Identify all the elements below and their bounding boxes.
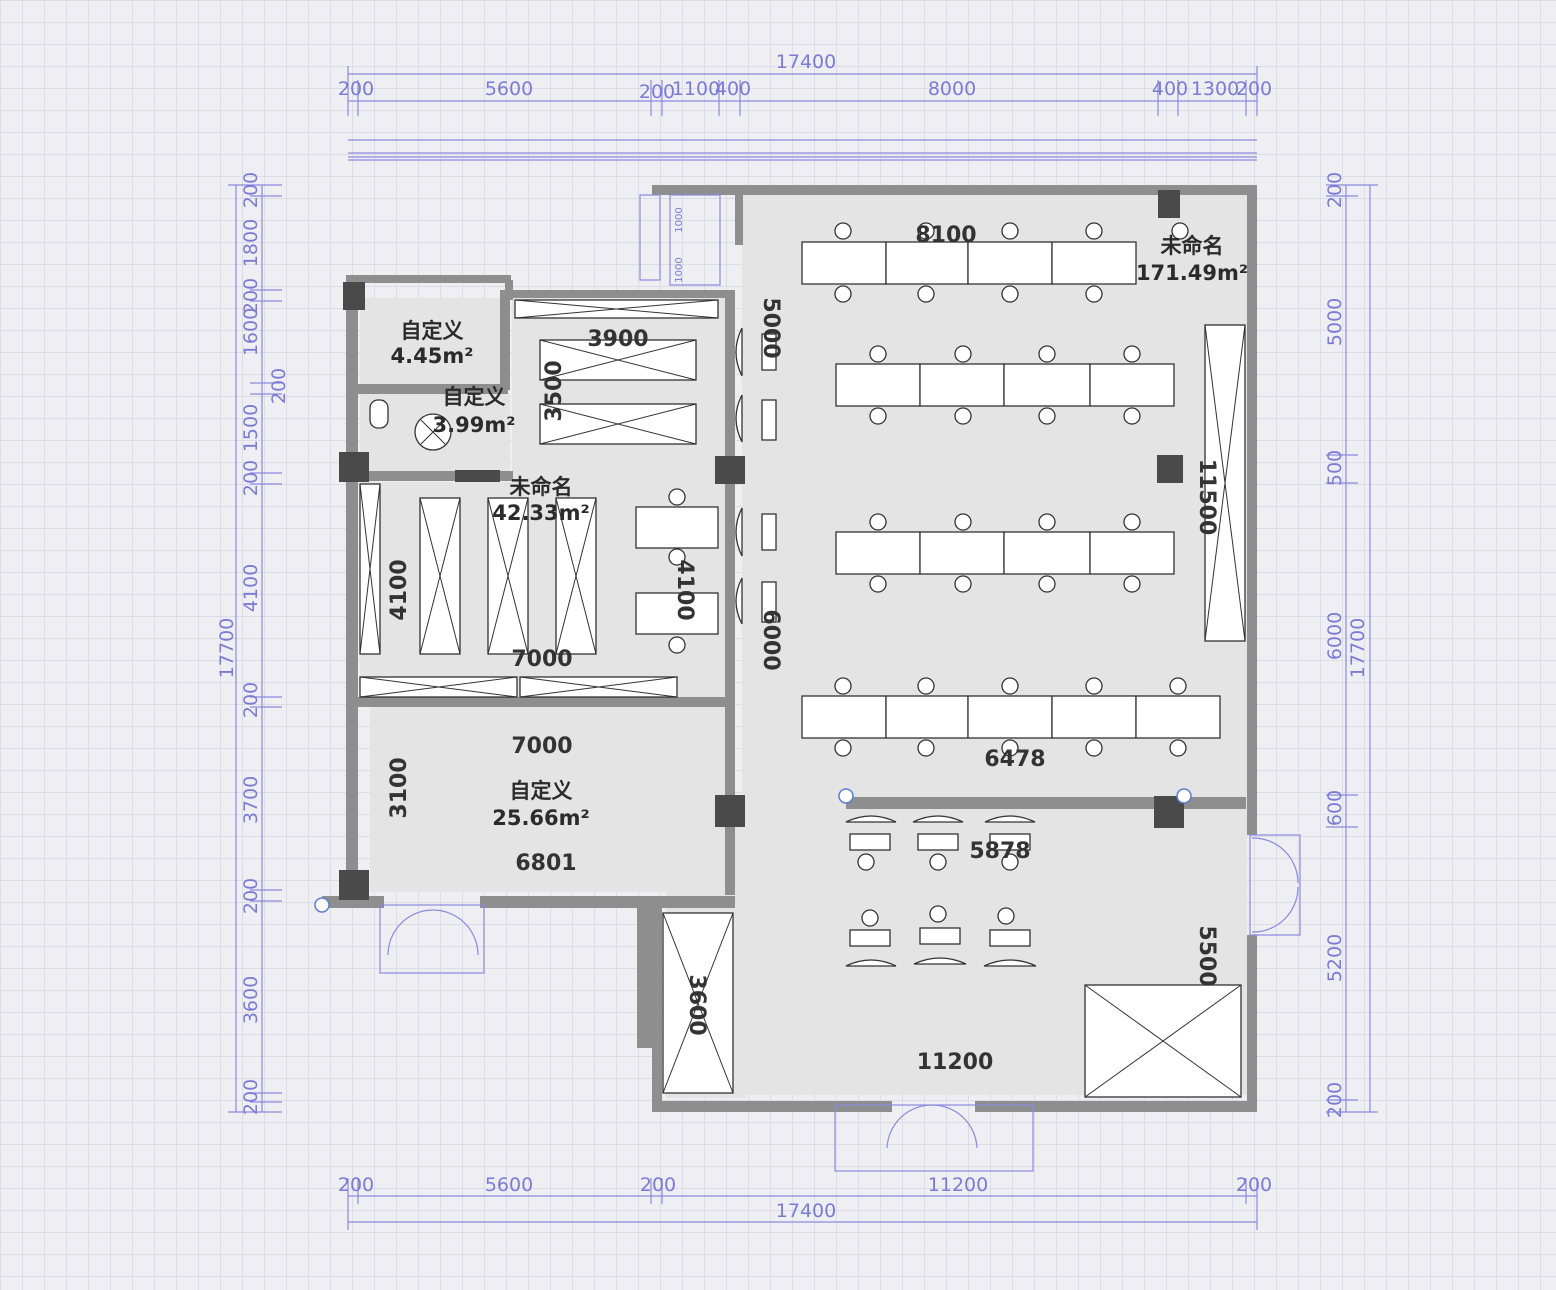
left-seg-3: 200 <box>240 278 262 314</box>
top-seg-1: 200 <box>338 78 374 100</box>
room-1-name: 自定义 <box>401 319 464 343</box>
top-seg-8: 1300 <box>1191 78 1239 100</box>
top-seg-3: 200 <box>639 81 675 103</box>
dim-1000-a: 1000 <box>674 207 685 232</box>
right-dimensions: 17700 200 5000 500 6000 600 5200 200 <box>1324 172 1369 1118</box>
dim-5878: 5878 <box>969 839 1030 864</box>
computer-stations <box>845 815 1037 967</box>
left-seg-13: 200 <box>240 1079 262 1115</box>
room-3-area: 42.33m² <box>492 501 590 525</box>
dim-3900: 3900 <box>587 327 648 352</box>
top-dimensions: 17400 200 5600 200 1100 400 8000 400 130… <box>338 51 1272 103</box>
doors <box>379 194 1301 1172</box>
left-seg-11: 200 <box>240 878 262 914</box>
desk-row-2 <box>835 363 1175 407</box>
right-seg-4: 6000 <box>1324 612 1346 660</box>
left-seg-2: 1800 <box>240 219 262 267</box>
left-seg-7: 200 <box>240 460 262 496</box>
left-seg-4: 1600 <box>240 308 262 356</box>
room-labels: 自定义 4.45m² 自定义 3.99m² 未命名 42.33m² 自定义 25… <box>391 234 1249 830</box>
dim-3600: 3600 <box>684 974 709 1035</box>
left-seg-8: 4100 <box>240 564 262 612</box>
fixtures <box>369 399 452 451</box>
room-5-area: 171.49m² <box>1136 261 1248 285</box>
dim-8100: 8100 <box>915 223 976 248</box>
dim-6478: 6478 <box>984 747 1045 772</box>
dim-11200: 11200 <box>917 1050 994 1075</box>
dim-1000-b: 1000 <box>674 257 685 282</box>
left-dimension-lines <box>228 184 282 1113</box>
bottom-seg-1: 200 <box>338 1174 374 1196</box>
dim-3100: 3100 <box>387 757 412 818</box>
dim-11500: 11500 <box>1194 459 1219 536</box>
dim-4100-left: 4100 <box>387 559 412 620</box>
dim-6801: 6801 <box>515 851 576 876</box>
left-seg-6: 1500 <box>240 404 262 452</box>
top-seg-6: 8000 <box>928 78 976 100</box>
top-seg-7: 400 <box>1152 78 1188 100</box>
top-seg-2: 5600 <box>485 78 533 100</box>
right-seg-2: 5000 <box>1324 298 1346 346</box>
desk-row-1 <box>801 241 1137 285</box>
bottom-dimension-lines <box>347 1178 1258 1230</box>
bottom-seg-2: 5600 <box>485 1174 533 1196</box>
cabinets <box>359 299 1246 1098</box>
chairs <box>668 222 1189 927</box>
bottom-total: 17400 <box>776 1200 836 1222</box>
room-4-area: 25.66m² <box>492 806 590 830</box>
dim-6000: 6000 <box>758 609 783 670</box>
dim-3500: 3500 <box>542 360 567 421</box>
top-seg-4: 1100 <box>672 78 720 100</box>
dim-5000: 5000 <box>758 297 783 358</box>
dim-7000-b: 7000 <box>511 734 572 759</box>
bottom-seg-3: 200 <box>640 1174 676 1196</box>
left-seg-9: 200 <box>240 682 262 718</box>
wall-monitors <box>735 327 777 625</box>
walls <box>322 185 1257 1112</box>
right-seg-3: 500 <box>1324 450 1346 486</box>
room-3-name: 未命名 <box>510 475 573 499</box>
right-seg-1: 200 <box>1324 172 1346 208</box>
top-seg-5: 400 <box>715 78 751 100</box>
room-4-name: 自定义 <box>510 779 573 803</box>
room-2-area: 3.99m² <box>433 413 516 437</box>
inner-dimensions: 8100 3900 3500 5000 4100 4100 7000 7000 … <box>387 207 1219 1075</box>
dim-5500: 5500 <box>1194 925 1219 986</box>
right-total: 17700 <box>1347 618 1369 678</box>
top-seg-9: 200 <box>1236 78 1272 100</box>
left-seg-10: 3700 <box>240 776 262 824</box>
desk-row-4 <box>801 695 1221 739</box>
room-2-name: 自定义 <box>443 385 506 409</box>
left-dimensions: 17700 200 1800 200 1600 200 1500 200 410… <box>216 172 290 1115</box>
bottom-dimensions: 200 5600 200 11200 200 17400 <box>338 1174 1272 1222</box>
top-total: 17400 <box>776 51 836 73</box>
selection-handles <box>314 788 1192 913</box>
left-seg-5: 200 <box>268 368 290 404</box>
left-seg-12: 3600 <box>240 976 262 1024</box>
right-seg-5: 600 <box>1324 790 1346 826</box>
left-total: 17700 <box>216 618 238 678</box>
room-5-name: 未命名 <box>1161 234 1224 258</box>
left-seg-1: 200 <box>240 172 262 208</box>
columns <box>339 190 1184 900</box>
bottom-seg-4: 11200 <box>928 1174 988 1196</box>
right-seg-7: 200 <box>1324 1082 1346 1118</box>
right-dimension-lines <box>1326 184 1378 1113</box>
dim-7000-a: 7000 <box>511 647 572 672</box>
room-1-area: 4.45m² <box>391 344 474 368</box>
top-dimension-lines <box>347 66 1258 161</box>
right-seg-6: 5200 <box>1324 934 1346 982</box>
dim-4100-right: 4100 <box>672 559 697 620</box>
bottom-seg-5: 200 <box>1236 1174 1272 1196</box>
desk-row-3 <box>835 531 1175 575</box>
